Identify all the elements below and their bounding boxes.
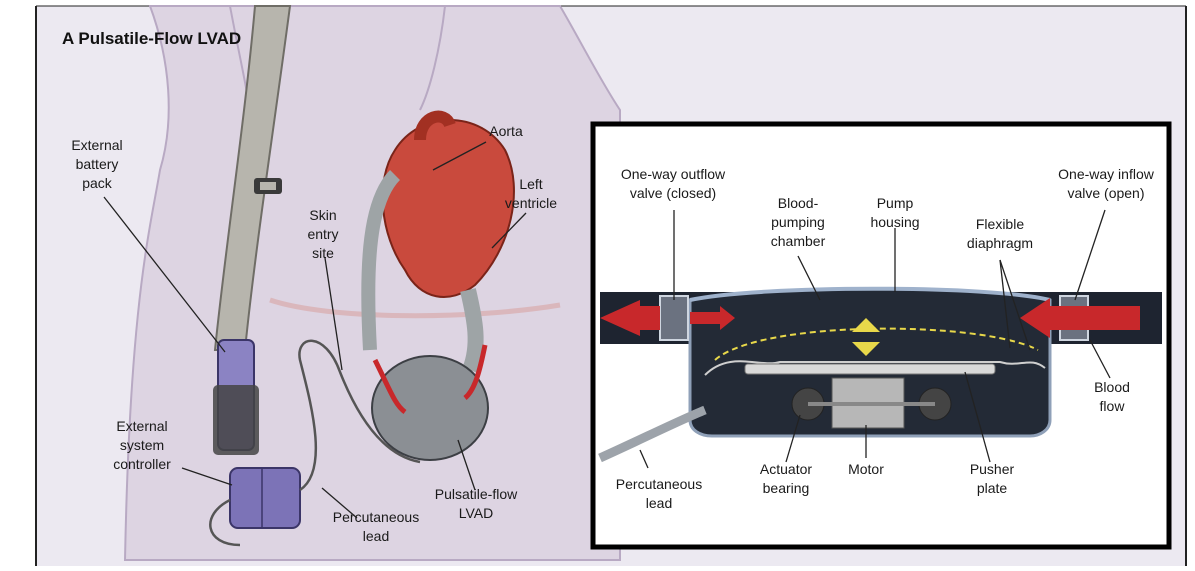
label-inflow-valve-line1: One-way inflow [1058,166,1155,182]
label-blood-flow-line1: Blood [1094,379,1130,395]
label-skin-line2: entry [307,226,338,242]
label-controller-line1: External [116,418,167,434]
label-pusher-line2: plate [977,480,1008,496]
label-actuator-line2: bearing [763,480,810,496]
label-left-ventricle-line2: ventricle [505,195,557,211]
pump-detail-inset: One-way outflow valve (closed) Blood- pu… [593,124,1169,547]
pulsatile-flow-lvad-pump [372,356,488,460]
label-housing-line2: housing [870,214,919,230]
label-diaphragm-line1: Flexible [976,216,1024,232]
label-percutaneous-line1: Percutaneous [333,509,419,525]
external-system-controller [230,468,300,528]
label-battery-line2: battery [76,156,119,172]
label-chamber-line3: chamber [771,233,826,249]
label-lvad-line1: Pulsatile-flow [435,486,518,502]
label-housing-line1: Pump [877,195,914,211]
label-controller-line2: system [120,437,164,453]
label-pusher-line1: Pusher [970,461,1015,477]
label-skin-line1: Skin [309,207,336,223]
label-inset-percutaneous-line2: lead [646,495,672,511]
inset-pusher-plate [745,364,995,374]
label-diaphragm-line2: diaphragm [967,235,1033,251]
label-left-ventricle-line1: Left [519,176,542,192]
label-lvad-line2: LVAD [459,505,494,521]
label-chamber-line2: pumping [771,214,825,230]
label-skin-line3: site [312,245,334,261]
label-battery-line3: pack [82,175,113,191]
figure-title: A Pulsatile-Flow LVAD [62,29,241,48]
label-battery-line1: External [71,137,122,153]
label-percutaneous-line2: lead [363,528,389,544]
label-chamber-line1: Blood- [778,195,819,211]
label-blood-flow-line2: flow [1100,398,1126,414]
label-inflow-valve-line2: valve (open) [1067,185,1144,201]
inflow-cannula [468,290,476,370]
label-controller-line3: controller [113,456,171,472]
label-outflow-valve-line1: One-way outflow [621,166,726,182]
label-inset-percutaneous-line1: Percutaneous [616,476,702,492]
label-aorta: Aorta [489,123,523,139]
label-outflow-valve-line2: valve (closed) [630,185,716,201]
label-actuator-line1: Actuator [760,461,812,477]
inset-outflow-valve [660,296,688,340]
label-motor: Motor [848,461,884,477]
